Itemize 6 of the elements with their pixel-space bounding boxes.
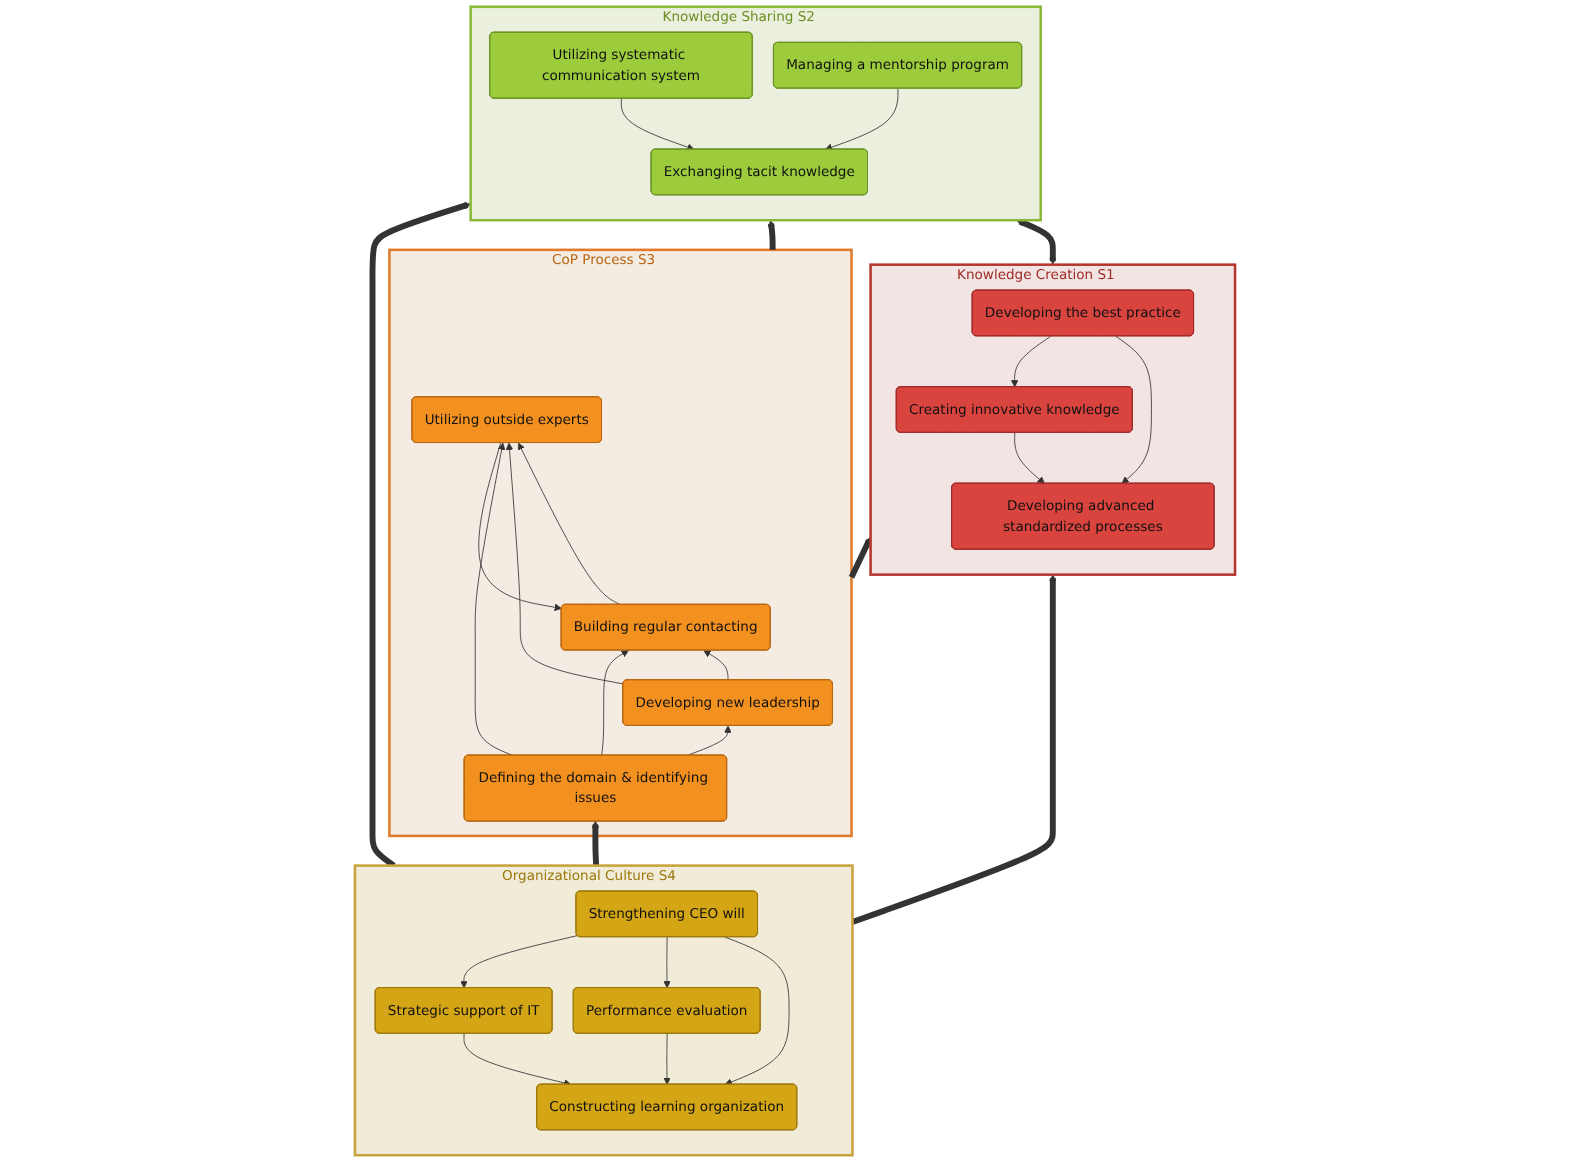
arrow [369, 202, 471, 868]
arrow [591, 820, 600, 867]
arrow [767, 219, 776, 251]
arrow [851, 574, 1057, 925]
arrow [848, 536, 872, 579]
arrow [1016, 218, 1057, 265]
